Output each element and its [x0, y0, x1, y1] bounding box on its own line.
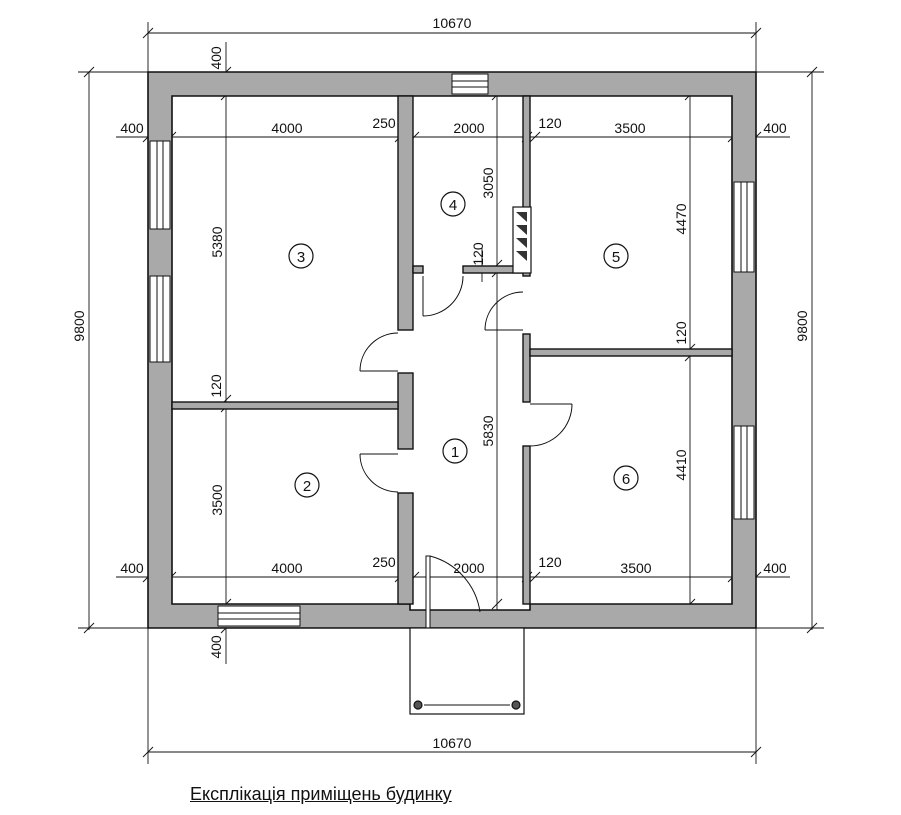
dim-lower-4: 120	[538, 554, 562, 570]
windows	[149, 73, 755, 627]
window-left-1	[149, 140, 171, 230]
dim-upper-4: 120	[538, 115, 562, 131]
dim-lower-5: 3500	[620, 560, 651, 576]
room-label-1: 1	[442, 438, 468, 464]
window-right-1	[733, 181, 755, 273]
dim-room1-height: 5830	[480, 415, 496, 446]
walls	[147, 71, 757, 629]
dim-bottom-wall: 400	[208, 635, 224, 659]
dim-lower-2: 250	[372, 554, 396, 570]
dim-lower-6: 400	[763, 560, 787, 576]
window-top	[451, 73, 489, 95]
dim-room2-height: 3500	[209, 484, 225, 515]
room-number-4: 4	[449, 197, 457, 214]
room-label-5: 5	[603, 243, 629, 269]
room-label-6: 6	[613, 465, 639, 491]
room-label-2: 2	[294, 472, 320, 498]
dim-partition-left: 120	[208, 374, 224, 398]
dim-left-total: 9800	[71, 310, 87, 341]
window-left-2	[149, 275, 171, 363]
dim-lower-3: 2000	[453, 560, 484, 576]
dim-lower-0: 400	[120, 560, 144, 576]
dim-upper-6: 400	[763, 120, 787, 136]
room-labels: 3 4 5 1 2 6	[288, 191, 639, 498]
room-number-3: 3	[297, 249, 305, 266]
plan-caption: Експлікація приміщень будинку	[190, 784, 452, 804]
dim-upper-1: 4000	[271, 120, 302, 136]
dim-bottom-total: 10670	[433, 735, 472, 751]
room-number-1: 1	[451, 444, 459, 461]
dim-room6-height: 4410	[673, 449, 689, 480]
dimension-texts: 10670 10670 9800 9800 400 400 400 4000 2…	[71, 15, 810, 751]
porch	[409, 627, 525, 715]
dim-lower-1: 4000	[271, 560, 302, 576]
dim-upper-5: 3500	[614, 120, 645, 136]
stove	[512, 206, 532, 274]
dim-upper-3: 2000	[453, 120, 484, 136]
dim-top-total: 10670	[433, 15, 472, 31]
dim-room3-height: 5380	[209, 226, 225, 257]
window-bottom	[217, 605, 301, 627]
room-label-3: 3	[288, 243, 314, 269]
dim-room5-height: 4470	[673, 203, 689, 234]
room-number-6: 6	[622, 471, 630, 488]
dim-partition-right: 120	[673, 321, 689, 345]
dim-upper-0: 400	[120, 120, 144, 136]
interior-walls	[171, 95, 733, 605]
dim-room4-height: 3050	[480, 167, 496, 198]
outer-wall	[147, 71, 757, 629]
room-label-4: 4	[440, 191, 466, 217]
dim-top-wall: 400	[208, 46, 224, 70]
room-number-2: 2	[303, 478, 311, 495]
room-number-5: 5	[612, 249, 620, 266]
dim-upper-2: 250	[372, 115, 396, 131]
window-right-2	[733, 425, 755, 520]
dim-room4-wall: 120	[470, 242, 486, 266]
dim-right-total: 9800	[794, 310, 810, 341]
doors	[359, 275, 573, 629]
